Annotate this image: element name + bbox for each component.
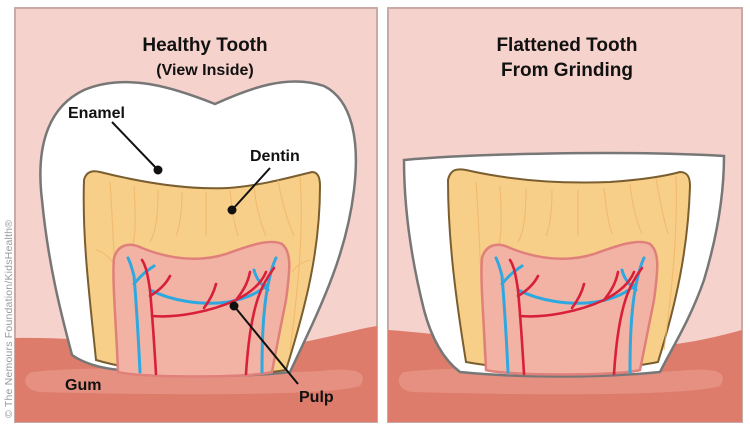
pulp-healthy: [112, 240, 291, 378]
dentin-label: Dentin: [250, 148, 300, 165]
copyright-credit: © The Nemours Foundation/KidsHealth®: [3, 219, 15, 418]
label-pointers: [111, 121, 299, 385]
healthy-tooth-panel: Healthy Tooth (View Inside) Enamel Denti…: [14, 7, 378, 423]
right-panel-title-line1: Flattened Tooth: [496, 35, 637, 56]
dentin-pointer: [231, 167, 271, 211]
enamel-label: Enamel: [68, 105, 125, 122]
right-panel-title-line2: From Grinding: [501, 60, 633, 81]
flattened-tooth-panel: Flattened Tooth From Grinding: [387, 7, 743, 423]
left-panel-title: Healthy Tooth: [142, 35, 267, 56]
pulp-dot: [229, 301, 239, 311]
gum-right-highlight: [398, 368, 723, 395]
gum-highlight: [25, 368, 363, 395]
pulp-flattened: [480, 240, 659, 376]
pulp-pointer: [233, 305, 299, 385]
arteries-flattened: [508, 258, 644, 376]
arteries-healthy: [140, 258, 276, 376]
enamel-dot: [153, 165, 163, 175]
pulp-label: Pulp: [299, 389, 334, 406]
dentin-dot: [227, 205, 237, 215]
left-panel-subtitle: (View Inside): [156, 62, 254, 79]
enamel-pointer: [111, 121, 159, 171]
gum-label: Gum: [65, 377, 101, 394]
